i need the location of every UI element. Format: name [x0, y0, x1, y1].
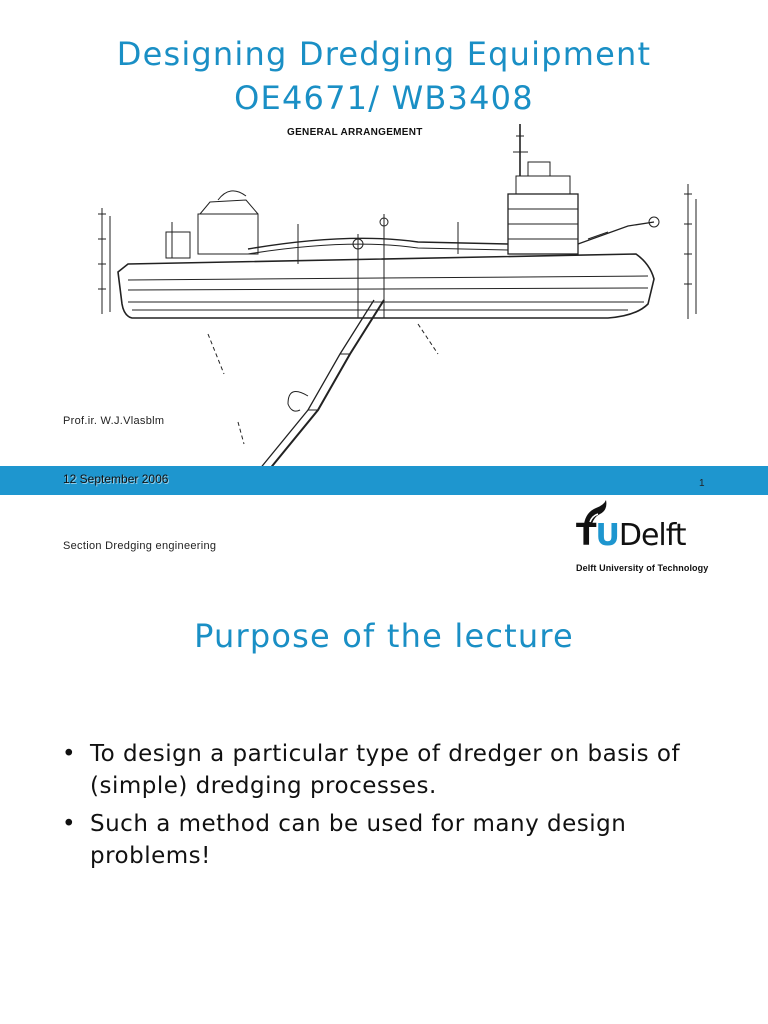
logo-word-delft: Delft	[618, 518, 687, 553]
footer-bar	[0, 466, 768, 495]
bullet-item: • Such a method can be used for many des…	[62, 808, 702, 872]
title-line-1: Designing Dredging Equipment	[116, 35, 652, 73]
dredger-general-arrangement-drawing	[98, 124, 697, 476]
page-number: 1	[699, 478, 705, 489]
author-name: Prof.ir. W.J.Vlasblm	[63, 415, 165, 427]
slide-2: Purpose of the lecture • To design a par…	[0, 590, 768, 1024]
slide-1: Designing Dredging Equipment OE4671/ WB3…	[0, 32, 768, 580]
slide-title: Purpose of the lecture	[194, 617, 574, 655]
bullet-text: To design a particular type of dredger o…	[90, 741, 681, 799]
bullet-item: • To design a particular type of dredger…	[62, 738, 702, 802]
drawing-caption: GENERAL ARRANGEMENT	[287, 127, 423, 138]
title-line-2: OE4671/ WB3408	[234, 79, 534, 117]
logo-subtitle: Delft University of Technology	[576, 563, 709, 573]
slide-date: 12 September 2006	[63, 472, 169, 486]
bullet-symbol: •	[62, 811, 77, 837]
tudelft-logo: TUDelft Delft University of Technology	[560, 500, 730, 580]
bullet-list: • To design a particular type of dredger…	[62, 738, 702, 878]
bullet-symbol: •	[62, 741, 77, 767]
section-name: Section Dredging engineering	[63, 540, 217, 552]
flame-icon	[584, 500, 607, 524]
logo-letter-t: T	[576, 518, 596, 553]
slide-title: Designing Dredging Equipment OE4671/ WB3…	[0, 32, 768, 120]
bullet-text: Such a method can be used for many desig…	[90, 811, 627, 869]
logo-letter-u: U	[595, 518, 619, 553]
logo-wordmark: TUDelft	[576, 518, 687, 554]
